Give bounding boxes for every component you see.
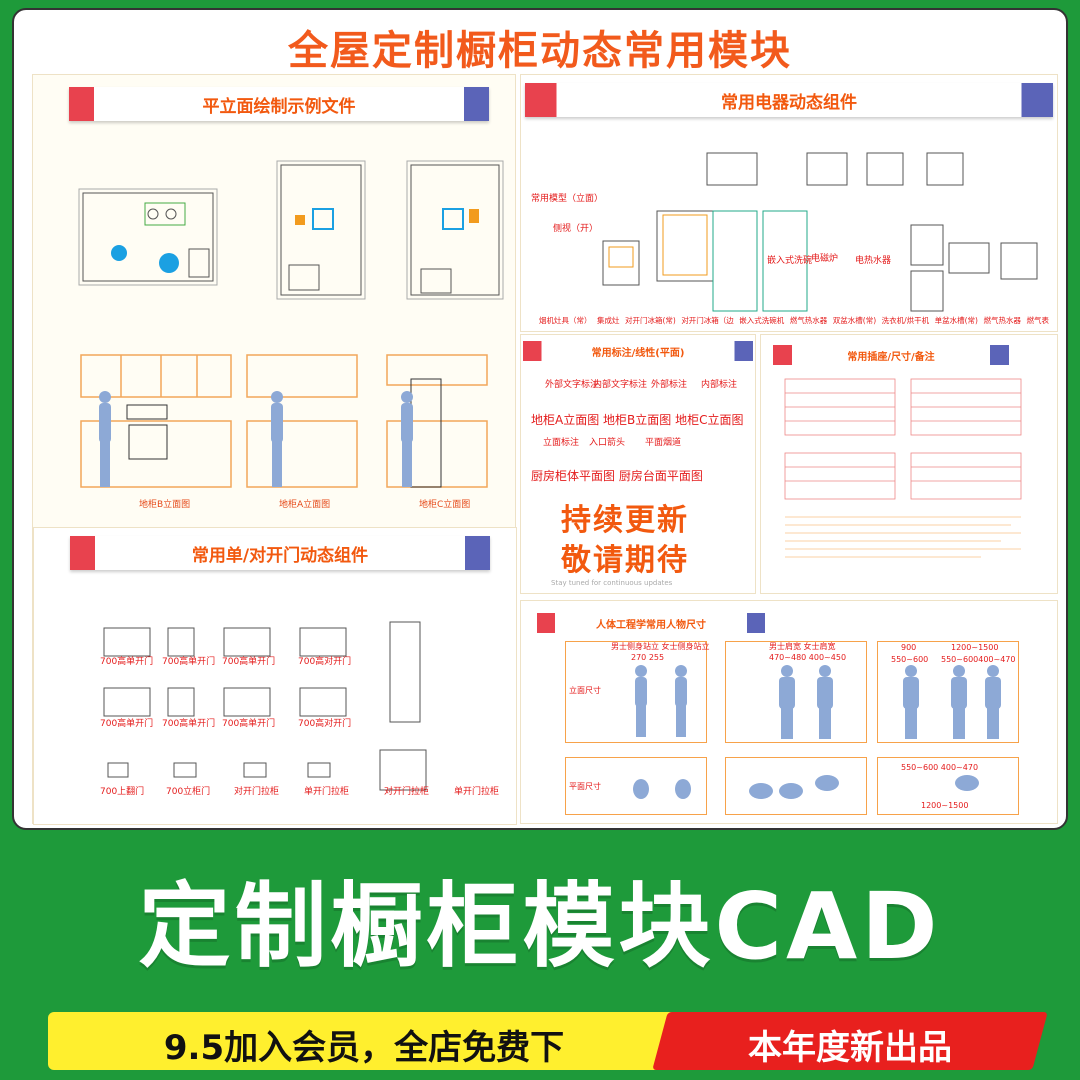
- banner-title: 定制橱柜模块CAD: [138, 873, 942, 980]
- doors-panel: 常用单/对开门动态组件 700高单开门 700高单开门 700高单开门 700高…: [33, 527, 517, 825]
- section-ergonomics-title: 人体工程学常用人物尺寸: [596, 620, 706, 631]
- elevation-label-c: 地柜C立面图: [419, 500, 471, 510]
- door-label-4: 700高对开门: [298, 657, 352, 667]
- section-annotations: 常用标注/线性(平面): [523, 341, 753, 361]
- appliance-bottom-label: 燃气热水器: [983, 316, 1021, 325]
- new-product-badge-text: 本年度新出品: [748, 1028, 952, 1068]
- elevations: [80, 354, 488, 488]
- appliances-panel: 常用电器动态组件 常用模型（立面） 侧视（开） 嵌入式洗碗 电磁炉 电热水器 烟…: [520, 74, 1058, 332]
- appliance-side-view: 侧视（开）: [553, 224, 599, 234]
- ergo-box-3: [877, 641, 1019, 743]
- appliance-water-heater: 电热水器: [855, 256, 892, 266]
- annotation-item: 入口箭头: [589, 438, 626, 448]
- floor-plans: [78, 160, 504, 300]
- ergo-dims: 470~480 400~450: [769, 653, 847, 662]
- appliance-model-row: 常用模型（立面）: [531, 194, 604, 204]
- appliance-bottom-label: 对开门冰箱（边: [681, 316, 734, 325]
- door-label-8: 700高对开门: [298, 719, 352, 729]
- section-appliances: 常用电器动态组件: [525, 83, 1053, 117]
- door-components: [103, 621, 427, 791]
- member-banner-text: 9.5加入会员，全店免费下: [163, 1028, 565, 1068]
- annotation-item: 厨房柜体平面图: [531, 469, 616, 483]
- ergo-label: 男士侧身站立 女士侧身站立: [611, 642, 710, 651]
- door-label-12: 单开门拉柜: [304, 787, 350, 797]
- annotation-item: 外部文字标注: [545, 380, 600, 390]
- door-label-6: 700高单开门: [162, 719, 216, 729]
- ergo-box-1: [565, 641, 707, 743]
- ergo-plan-label: 平面尺寸: [569, 782, 601, 791]
- dimensions-panel: 常用插座/尺寸/备注: [760, 334, 1058, 594]
- promo-line-1: 持续更新: [561, 503, 689, 538]
- appliance-bottom-label: 烟机灶具（常）: [539, 316, 592, 325]
- section-dimensions-title: 常用插座/尺寸/备注: [847, 352, 935, 363]
- appliance-bottom-label: 嵌入式洗碗机: [739, 316, 785, 325]
- elevation-label-b: 地柜B立面图: [139, 500, 191, 510]
- dimension-tables: [784, 378, 1022, 558]
- annotation-item: 厨房台面平面图: [618, 469, 703, 483]
- annotations-panel: 常用标注/线性(平面) 外部文字标注 内部文字标注 外部标注 内部标注 地柜A立…: [520, 334, 756, 594]
- ergo-box-6: [877, 757, 1019, 815]
- section-ergonomics: 人体工程学常用人物尺寸: [537, 613, 765, 633]
- ergonomics-panel: 人体工程学常用人物尺寸 男士侧身站立 女士侧身站立 270 255 立面尺寸 平…: [520, 600, 1058, 824]
- annotation-item: 内部标注: [701, 380, 738, 390]
- ergo-dims: 1200~1500: [921, 801, 969, 810]
- door-label-2: 700高单开门: [162, 657, 216, 667]
- ergo-dims: 900: [901, 643, 917, 652]
- section-doors-title: 常用单/对开门动态组件: [191, 546, 369, 566]
- appliance-bottom-label: 对开门冰箱(常): [624, 316, 676, 325]
- ergo-dims: 550~600400~470: [941, 655, 1016, 664]
- annotation-row-2: 地柜A立面图 地柜B立面图 地柜C立面图: [531, 411, 744, 428]
- door-label-10: 700立柜门: [166, 787, 211, 797]
- annotation-item: 地柜B立面图: [603, 413, 672, 427]
- section-doors: 常用单/对开门动态组件: [70, 536, 490, 570]
- elevation-label-a: 地柜A立面图: [279, 500, 331, 510]
- annotation-item: 外部标注: [651, 380, 688, 390]
- door-label-14: 单开门拉柜: [454, 787, 500, 797]
- section-dimensions: 常用插座/尺寸/备注: [773, 345, 1009, 365]
- preview-card: 全屋定制橱柜动态常用模块 平立面绘制示例文件: [12, 8, 1068, 830]
- ergo-dims: 550~600 400~470: [901, 763, 979, 772]
- appliance-bottom-label: 燃气热水器: [789, 316, 828, 325]
- ergo-box-4: [565, 757, 707, 815]
- appliance-bottom-label: 单盆水槽(常): [934, 316, 978, 325]
- door-label-1: 700高单开门: [100, 657, 154, 667]
- annotation-item: 内部文字标注: [593, 380, 648, 390]
- annotation-item: 立面标注: [543, 438, 580, 448]
- section-floor-plan-title: 平立面绘制示例文件: [202, 97, 356, 117]
- door-label-11: 对开门拉柜: [234, 787, 280, 797]
- door-label-5: 700高单开门: [100, 719, 154, 729]
- ergo-dims: 550~600: [891, 655, 929, 664]
- promo-line-2: 敬请期待: [561, 543, 689, 578]
- ergo-label: 男士肩宽 女士肩宽: [769, 642, 836, 651]
- appliance-embedded-dishwasher: 嵌入式洗碗: [767, 256, 813, 266]
- section-floor-plan: 平立面绘制示例文件: [69, 87, 489, 121]
- ergo-box-5: [725, 757, 867, 815]
- appliance-stove: 电磁炉: [811, 254, 839, 264]
- promo-sub: Stay tuned for continuous updates: [551, 579, 673, 587]
- ergo-elevation-label: 立面尺寸: [569, 686, 601, 695]
- appliance-bottom-label: 燃气表: [1026, 316, 1049, 325]
- appliance-bottom-label: 集成灶: [596, 316, 620, 325]
- door-label-9: 700上翻门: [100, 787, 145, 797]
- ergo-box-2: [725, 641, 867, 743]
- door-label-3: 700高单开门: [222, 657, 276, 667]
- appliance-drawings: [602, 152, 1038, 312]
- section-annotations-title: 常用标注/线性(平面): [591, 348, 685, 359]
- annotation-item: 地柜C立面图: [675, 413, 744, 427]
- annotation-row-4: 厨房柜体平面图 厨房台面平面图: [531, 467, 703, 484]
- page-title: 全屋定制橱柜动态常用模块: [288, 28, 792, 74]
- appliance-bottom-labels: 烟机灶具（常） 集成灶 对开门冰箱(常) 对开门冰箱（边 嵌入式洗碗机 燃气热水…: [539, 315, 1049, 326]
- appliance-bottom-label: 双盆水槽(常): [832, 316, 877, 325]
- ergo-figures: [633, 665, 1001, 799]
- ergo-dims: 1200~1500: [951, 643, 999, 652]
- ergo-dims: 270 255: [631, 653, 665, 662]
- left-panel: 平立面绘制示例文件: [32, 74, 517, 825]
- annotation-item: 地柜A立面图: [531, 413, 600, 427]
- door-label-7: 700高单开门: [222, 719, 276, 729]
- appliance-bottom-label: 洗衣机/烘干机: [881, 316, 930, 325]
- section-appliances-title: 常用电器动态组件: [721, 93, 857, 113]
- member-banner: 9.5加入会员，全店免费下: [48, 1012, 680, 1070]
- door-label-13: 对开门拉柜: [384, 787, 430, 797]
- annotation-item: 平面烟道: [645, 438, 682, 448]
